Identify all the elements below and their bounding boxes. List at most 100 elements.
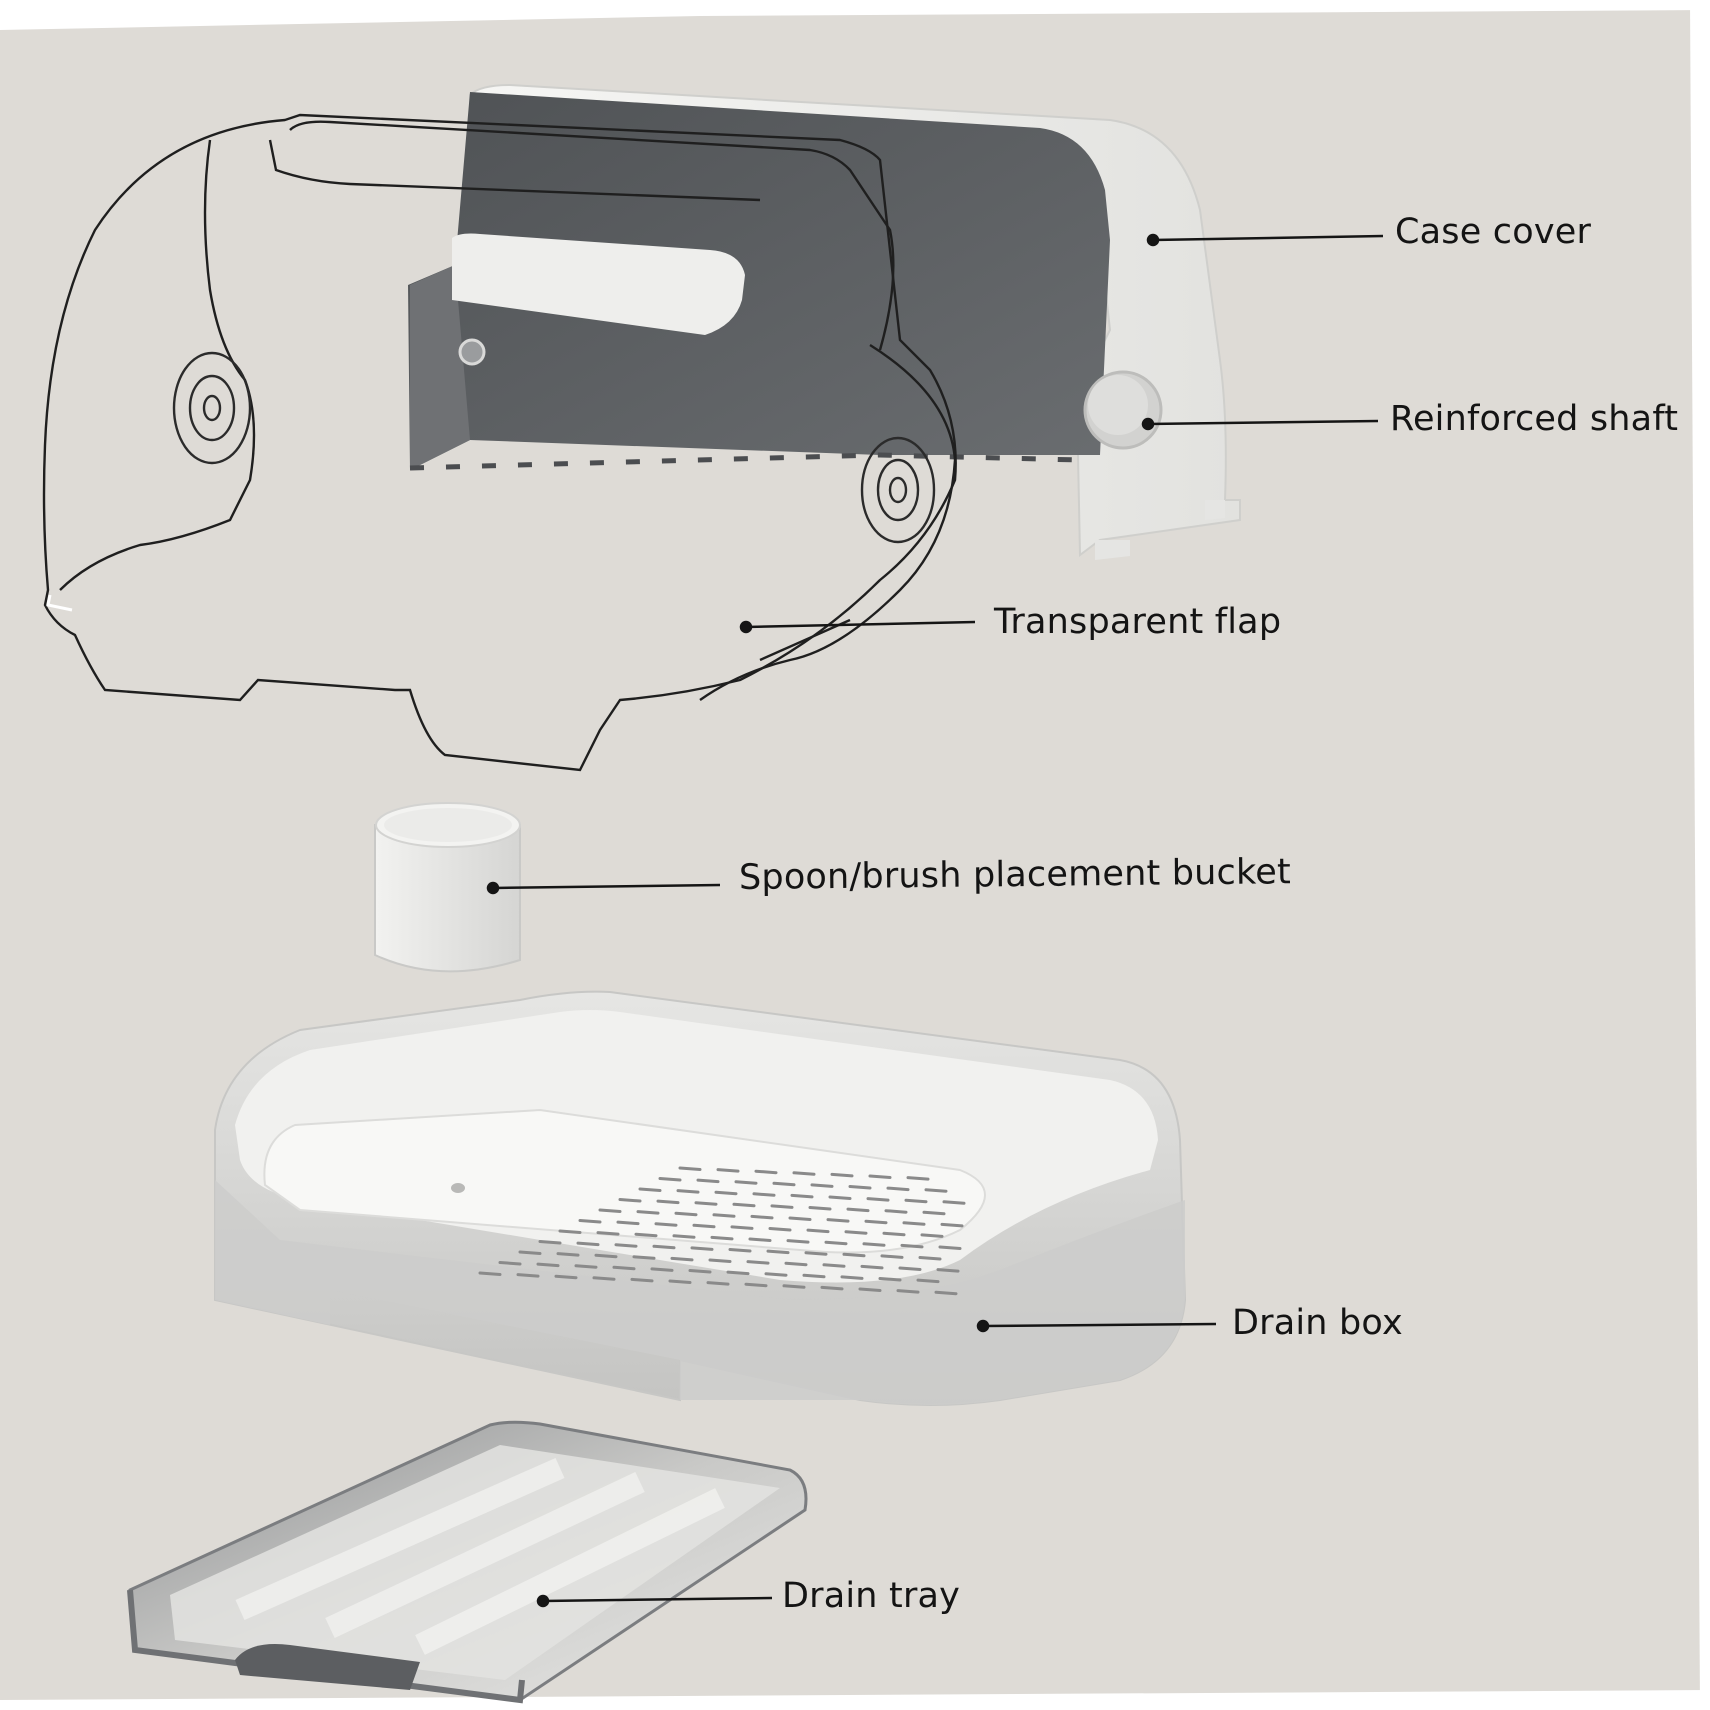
- drain-slot: [596, 1231, 620, 1236]
- drain-slot: [754, 1169, 778, 1175]
- drain-slot: [866, 1197, 890, 1202]
- drain-slot: [752, 1192, 776, 1197]
- drain-slot: [750, 1214, 774, 1220]
- drain-slot: [618, 1198, 642, 1203]
- drain-slot: [650, 1267, 674, 1272]
- leader-lines: [486, 233, 1384, 1608]
- drain-slot: [858, 1287, 882, 1292]
- drain-slot: [868, 1174, 892, 1179]
- drain-slot: [860, 1264, 884, 1270]
- drain-slot: [670, 1256, 694, 1262]
- drain-slot: [864, 1219, 888, 1225]
- drain-slot: [672, 1234, 696, 1239]
- drain-slot: [616, 1220, 640, 1226]
- drain-slot: [822, 1263, 846, 1268]
- drain-slot: [694, 1201, 718, 1206]
- drain-slot: [556, 1252, 580, 1257]
- drain-slot: [594, 1253, 618, 1259]
- bottom-edge: [0, 1690, 1710, 1710]
- drain-slot: [638, 1187, 662, 1192]
- drain-slot: [828, 1195, 852, 1200]
- label-drain-tray: Drain tray: [782, 1576, 961, 1616]
- drain-slot: [862, 1242, 886, 1247]
- drain-slot: [726, 1270, 750, 1276]
- drain-slot: [916, 1278, 940, 1284]
- drain-slot: [652, 1244, 676, 1250]
- drain-slot: [536, 1262, 560, 1268]
- drain-slot: [612, 1265, 636, 1271]
- drain-slot: [634, 1232, 658, 1238]
- drain-slot: [518, 1250, 542, 1255]
- drain-slot: [716, 1168, 740, 1173]
- drain-slot: [790, 1193, 814, 1199]
- drain-slot: [770, 1204, 794, 1209]
- drain-slot: [900, 1243, 924, 1249]
- drain-slot: [730, 1225, 754, 1230]
- drain-slot: [574, 1264, 598, 1269]
- drain-slot: [824, 1240, 848, 1246]
- drain-slot: [598, 1208, 622, 1213]
- drain-slot: [842, 1252, 866, 1258]
- drain-slot: [766, 1249, 790, 1255]
- drain-slot: [578, 1219, 602, 1224]
- label-reinforced-shaft: Reinforced shaft: [1390, 399, 1679, 439]
- drain-slot: [936, 1268, 960, 1273]
- label-spoon-bucket: Spoon/brush placement bucket: [738, 852, 1292, 898]
- right-edge: [1690, 0, 1710, 1710]
- drain-slot: [636, 1210, 660, 1215]
- drain-slot: [810, 1183, 834, 1188]
- drain-slot: [934, 1290, 958, 1296]
- drain-slot: [904, 1198, 928, 1204]
- label-case-cover: Case cover: [1395, 212, 1592, 252]
- drain-slot: [804, 1251, 828, 1256]
- drain-slot: [744, 1282, 768, 1288]
- drain-slot: [576, 1241, 600, 1247]
- drain-slot: [878, 1277, 902, 1282]
- drain-slot: [880, 1254, 904, 1259]
- drain-slot: [920, 1233, 944, 1238]
- drain-slot: [942, 1200, 966, 1205]
- drain-slot: [656, 1199, 680, 1205]
- drain-slot: [918, 1256, 942, 1261]
- drain-slot: [786, 1239, 810, 1244]
- drain-slot: [896, 1289, 920, 1294]
- label-transparent-flap: Transparent flap: [994, 602, 1282, 642]
- drain-slot: [498, 1261, 522, 1266]
- drain-tray-part: [127, 1420, 808, 1704]
- drain-slot: [902, 1221, 926, 1226]
- drain-slot: [558, 1229, 582, 1234]
- drain-slot: [734, 1180, 758, 1185]
- drain-slot: [772, 1181, 796, 1187]
- drain-slot: [516, 1273, 540, 1278]
- drain-slot: [882, 1231, 906, 1237]
- drain-slot: [708, 1258, 732, 1263]
- drain-slot: [898, 1266, 922, 1271]
- drain-slot: [668, 1279, 692, 1284]
- drain-slot: [940, 1222, 964, 1228]
- drain-slot: [692, 1223, 716, 1229]
- drain-slot: [820, 1285, 844, 1291]
- drain-slot: [676, 1189, 700, 1194]
- top-edge: [0, 0, 1710, 30]
- drain-slot: [792, 1171, 816, 1176]
- drain-slot: [714, 1190, 738, 1196]
- drain-slot: [826, 1218, 850, 1223]
- drain-slot: [840, 1275, 864, 1280]
- drain-slot: [846, 1207, 870, 1213]
- drain-slot: [592, 1276, 616, 1281]
- drain-slot: [632, 1255, 656, 1260]
- drain-slot: [732, 1202, 756, 1208]
- drain-slot: [554, 1274, 578, 1280]
- drain-slot: [658, 1177, 682, 1182]
- drain-slot: [924, 1188, 948, 1193]
- drain-slot: [884, 1209, 908, 1214]
- drain-slot: [748, 1237, 772, 1242]
- drain-slot: [712, 1213, 736, 1218]
- drain-slot: [802, 1273, 826, 1279]
- drain-slot: [788, 1216, 812, 1221]
- drain-slot: [782, 1284, 806, 1289]
- drain-slot: [710, 1235, 734, 1241]
- drain-slot: [764, 1272, 788, 1277]
